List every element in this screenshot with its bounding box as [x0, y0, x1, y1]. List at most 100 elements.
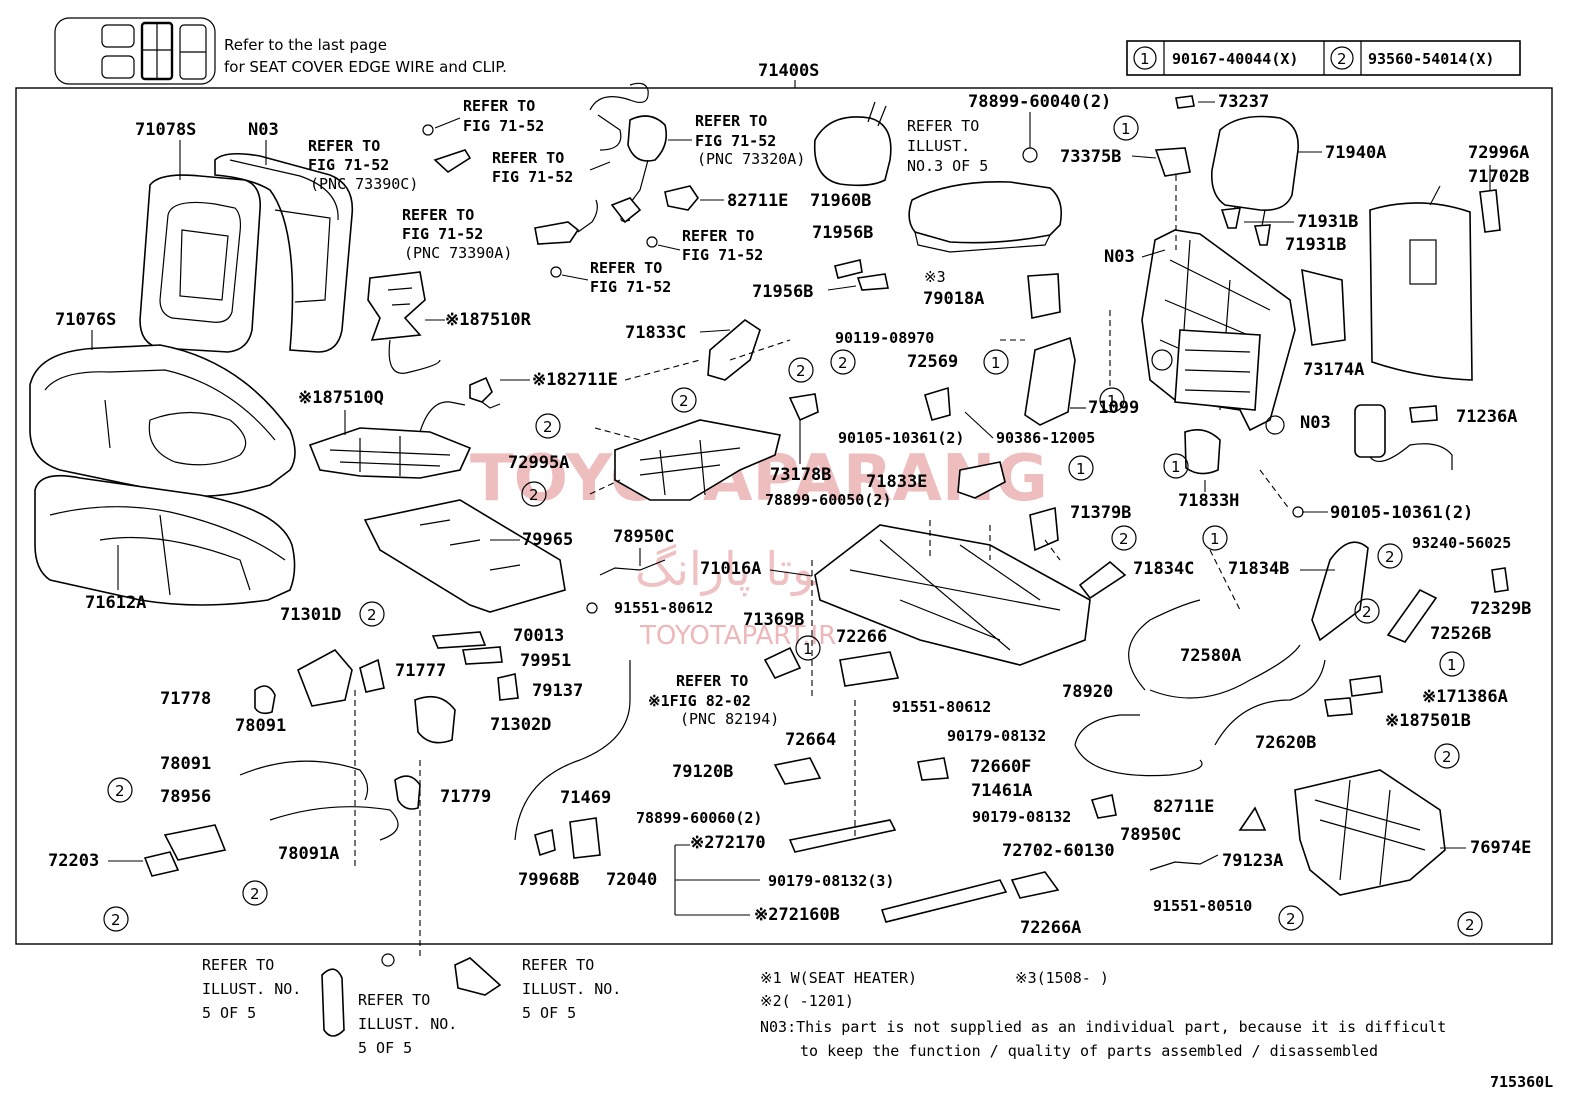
label-91551-80510: 91551-80510: [1153, 897, 1252, 915]
label-71931B-a: 71931B: [1297, 212, 1358, 232]
label-72040: 72040: [606, 870, 657, 890]
note-line-2: for SEAT COVER EDGE WIRE and CLIP.: [224, 58, 507, 76]
seatback-frame-N03: [1141, 229, 1296, 435]
seat-cushion-cover-71612A: [34, 474, 296, 606]
harness-clip-82711E: [469, 376, 501, 409]
cover-72266A: [1010, 871, 1060, 899]
label-71612A: 71612A: [85, 593, 146, 613]
part-79123A: [1238, 806, 1267, 831]
svg-text:2: 2: [1385, 548, 1395, 566]
label-78956: 78956: [160, 787, 211, 807]
svg-text:2: 2: [796, 362, 806, 380]
cover-71834B: [1311, 541, 1369, 642]
label-ref82-c: (PNC 82194): [680, 710, 779, 728]
svg-text:1: 1: [1210, 530, 1220, 548]
label-72660F: 72660F: [970, 757, 1031, 777]
label-72329B: 72329B: [1470, 599, 1531, 619]
svg-text:2: 2: [838, 354, 848, 372]
ref5-line1: REFER TO: [402, 206, 474, 224]
label-78899-60040: 78899-60040(2): [968, 92, 1111, 112]
label-79951: 79951: [520, 651, 571, 671]
ref3-line2: FIG 71-52: [492, 168, 573, 186]
recliner-71302D: [414, 695, 456, 744]
svg-text:1: 1: [1171, 458, 1181, 476]
slide-rail-72160B: [880, 879, 1008, 923]
label-71369B: 71369B: [743, 610, 804, 630]
guide-71931B-b: [1253, 224, 1271, 246]
ref1-line1: REFER TO: [463, 97, 535, 115]
bottom-ref3-line2: ILLUST. NO.: [522, 980, 621, 998]
label-71834C: 71834C: [1133, 559, 1194, 579]
seat-cushion-71076S: [29, 344, 296, 497]
ref6-line1: REFER TO: [682, 227, 754, 245]
cover-73375B: [1154, 147, 1191, 177]
svg-text:2: 2: [367, 606, 377, 624]
svg-text:1: 1: [803, 640, 813, 658]
seatback-cover-N03: [214, 152, 354, 353]
seat-heater-cushion-87510Q: [308, 401, 472, 479]
label-71960B: 71960B: [810, 191, 871, 211]
svg-text:2: 2: [1286, 910, 1296, 928]
slide-rail-72170: [788, 819, 897, 853]
ref7-line1: REFER TO: [590, 259, 662, 277]
label-72580A: 72580A: [1180, 646, 1241, 666]
label-87510Q: ※187510Q: [298, 388, 384, 408]
label-79968B: 79968B: [518, 870, 579, 890]
bracket-72569: [924, 386, 951, 421]
svg-text:2: 2: [529, 486, 539, 504]
cover-71834C: [1078, 560, 1127, 600]
legend-part-1: 90167-40044(X): [1172, 50, 1298, 68]
headrest-71960B: [813, 101, 892, 187]
ref1-line2: FIG 71-52: [463, 117, 544, 135]
headrest-guide-71956B-a: [834, 259, 863, 279]
svg-text:2: 2: [1442, 748, 1452, 766]
cover-ref-illust-5: [321, 968, 345, 1037]
label-87501B: ※187501B: [1385, 711, 1471, 731]
cover-71777: [359, 658, 385, 693]
label-79123A: 79123A: [1222, 851, 1283, 871]
legend-part-2: 93560-54014(X): [1368, 50, 1494, 68]
cover-71833H: [1184, 429, 1221, 475]
connector-87501B: [1324, 697, 1353, 717]
label-71833C: 71833C: [625, 323, 686, 343]
part-79137: [497, 673, 519, 701]
harness-78950C-a: [599, 559, 666, 576]
part-71386A: [1349, 675, 1383, 697]
bottom-ref1-line1: REFER TO: [202, 956, 274, 974]
bracket-78956: [163, 824, 227, 861]
plate-79965: [363, 499, 566, 613]
ref7-line2: FIG 71-52: [590, 278, 671, 296]
label-71834B: 71834B: [1228, 559, 1289, 579]
label-82711E-top: 82711E: [727, 191, 788, 211]
label-71461A: 71461A: [971, 781, 1032, 801]
cover-71779: [394, 775, 421, 810]
harness-82194: [514, 660, 631, 841]
clip-72329B: [1491, 567, 1509, 593]
bottom-ref3-line1: REFER TO: [522, 956, 594, 974]
label-N03-motor: N03: [1300, 413, 1331, 433]
label-72160B: ※272160B: [754, 905, 840, 925]
label-91551-80612-b: 91551-80612: [892, 698, 991, 716]
svg-text:2: 2: [1119, 530, 1129, 548]
bottom-ref2-line3: 5 OF 5: [358, 1039, 412, 1057]
back-board-71702B: [1369, 202, 1473, 381]
headrest-guide-71956B-b: [856, 273, 889, 291]
label-78950C-b: 78950C: [1120, 825, 1181, 845]
label-73237: 73237: [1218, 92, 1269, 112]
seat-heater-back-87510R: [367, 271, 441, 374]
part-79018A: [1027, 273, 1061, 319]
callout-markers: 1 1 1 1 1 1 1 1 2 2 2 2 2 2 2 2 2 2 2 2 …: [103, 115, 1483, 937]
guide-71931B-a: [1220, 207, 1241, 229]
seatback-cover-71078S: [139, 174, 262, 353]
seat-pan-72995A: [614, 419, 781, 501]
label-72170: ※272170: [690, 833, 766, 853]
label-71078S: 71078S: [135, 120, 196, 140]
label-71076S: 71076S: [55, 310, 116, 330]
label-71236A: 71236A: [1456, 407, 1517, 427]
label-78899-60060: 78899-60060(2): [636, 809, 762, 827]
cable-72580A-b: [1149, 644, 1301, 699]
legend-num-1: 1: [1140, 50, 1150, 68]
part-73174A: [1301, 268, 1346, 346]
footnote-2: ※2( -1201): [760, 992, 854, 1010]
label-70013: 70013: [513, 626, 564, 646]
